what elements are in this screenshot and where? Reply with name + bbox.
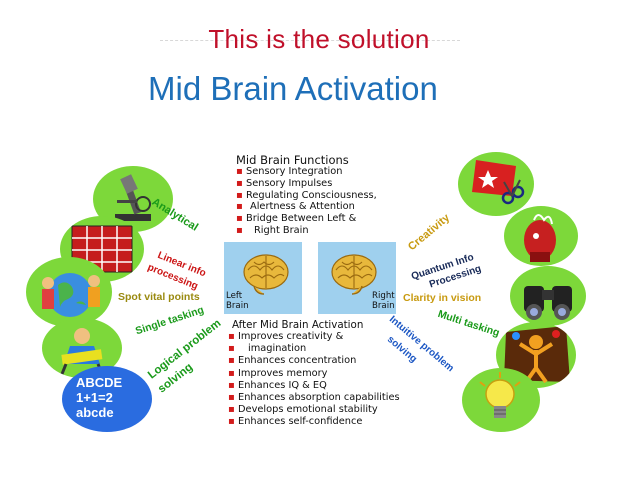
functions-list: Sensory Integration Sensory Impulses Reg… [236,166,377,237]
functions-item: Sensory Impulses [236,178,377,190]
after-item: Develops emotional stability [228,404,400,416]
abc-card-icon: ABCDE 1+1=2 abcde [62,366,152,432]
left-brain-label-line: Left [226,291,243,301]
left-brain-panel [224,242,302,314]
brain-icon [243,254,289,295]
abc-card-line: ABCDE [76,375,123,390]
right-brain-label-line: Right [372,291,395,301]
right-brain-label: Right Brain [372,291,395,311]
functions-item: Sensory Integration [236,166,377,178]
slide-title-line-1: This is the solution [208,24,430,54]
globe-kids-icon [26,257,112,327]
functions-item-continued: Right Brain [236,225,377,237]
after-item-continued: imagination [228,343,400,355]
functions-item-continued: Alertness & Attention [236,201,377,213]
after-item: Improves creativity & [228,331,400,343]
left-brain-label: Left Brain [226,291,249,311]
binoculars-icon [510,266,586,326]
right-brain-label-line: Brain [372,300,395,311]
decorative-line [160,40,460,42]
functions-item: Regulating Consciousness, [236,190,377,202]
abc-card-line: 1+1=2 [76,390,113,405]
star-scissors-icon [458,152,534,216]
lightbulb-icon [462,368,540,432]
functions-item: Bridge Between Left & [236,213,377,225]
juggler-icon [496,322,576,388]
label-multi-tasking: Multi tasking [436,308,502,340]
functions-heading: Mid Brain Functions [236,153,349,167]
after-item: Enhances IQ & EQ [228,380,400,392]
after-heading: After Mid Brain Activation [232,319,364,331]
after-list: Improves creativity & imagination Enhanc… [228,331,400,429]
brain-icon [331,254,377,295]
after-item: Enhances absorption capabilities [228,392,400,404]
head-thought-icon [504,206,578,266]
after-item: Enhances self-confidence [228,416,400,428]
right-brain-panel [318,242,396,314]
left-brain-label-line: Brain [226,300,249,311]
after-item: Enhances concentration [228,355,400,367]
label-spot-vital-points: Spot vital points [118,291,200,303]
abc-card-line: abcde [76,405,114,420]
slide-title-line-2: Mid Brain Activation [148,70,438,107]
label-creativity: Creativity [406,211,453,254]
label-clarity-in-vision: Clarity in vision [403,292,482,304]
after-item: Improves memory [228,368,400,380]
